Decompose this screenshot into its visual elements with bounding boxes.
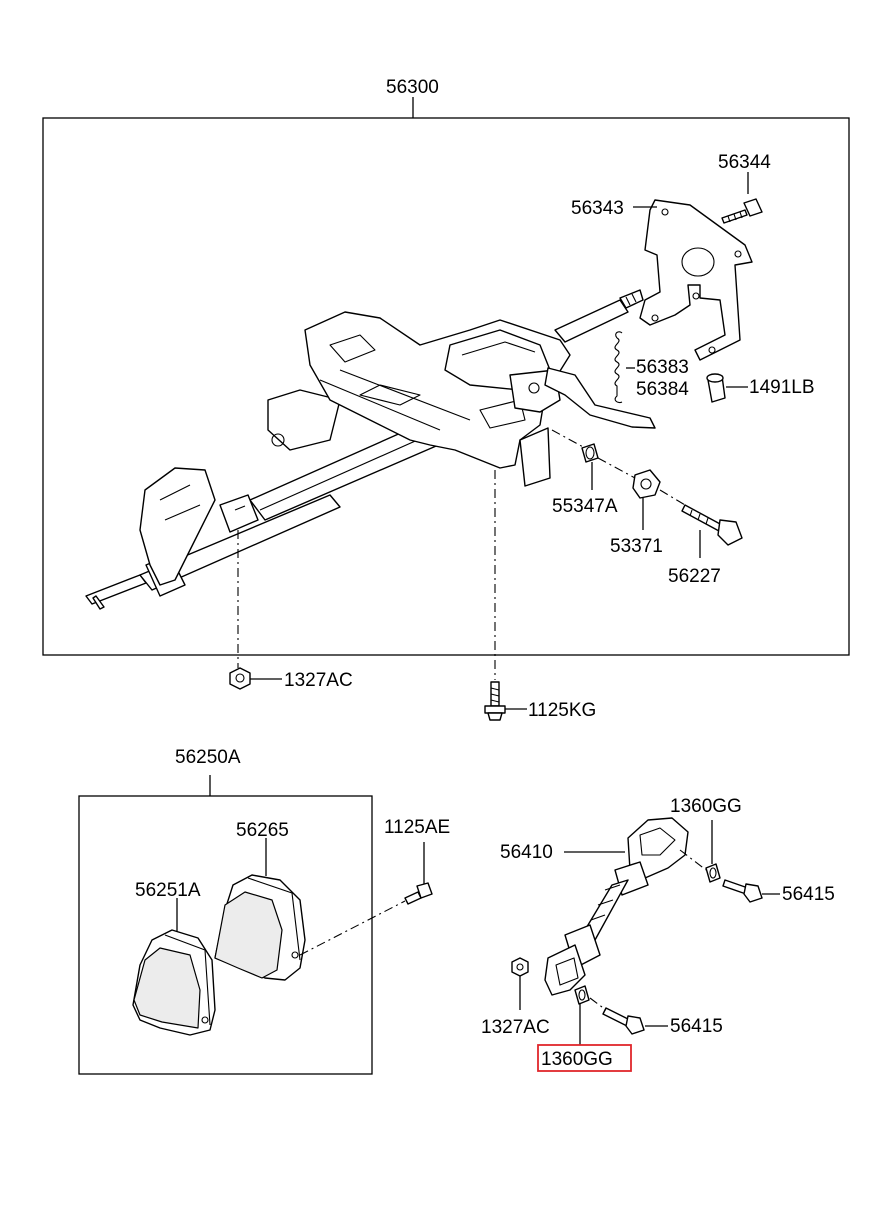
clip-1491LB (706, 373, 726, 403)
label-56250A[interactable]: 56250A (175, 747, 241, 768)
label-56383[interactable]: 56383 (636, 357, 689, 378)
label-56265[interactable]: 56265 (236, 820, 289, 841)
label-56415-top[interactable]: 56415 (782, 884, 835, 905)
label-56410[interactable]: 56410 (500, 842, 553, 863)
shroud-upper-56265 (214, 874, 306, 981)
bolt-56344 (721, 198, 763, 224)
shroud-lower-56251A (132, 929, 216, 1036)
springs-56383-56384 (614, 331, 623, 404)
shroud-frame (78, 795, 373, 1075)
bolt-56227 (681, 504, 743, 546)
assembly-frame (42, 117, 850, 656)
upper-shaft (554, 289, 644, 343)
label-1360GG-top[interactable]: 1360GG (670, 796, 742, 817)
label-56344[interactable]: 56344 (718, 152, 771, 173)
screw-1125AE (404, 882, 433, 905)
joint-56410 (544, 817, 689, 996)
washer-55347A (581, 443, 599, 463)
label-1491LB[interactable]: 1491LB (749, 377, 815, 398)
bolt-56415-top (722, 879, 763, 903)
tilt-lever (544, 367, 656, 429)
label-56343[interactable]: 56343 (571, 198, 624, 219)
highlight-box (537, 1044, 632, 1072)
label-1327AC-lower[interactable]: 1327AC (481, 1017, 550, 1038)
label-1327AC-upper[interactable]: 1327AC (284, 670, 353, 691)
label-1125KG[interactable]: 1125KG (528, 700, 596, 721)
nut-1327AC-upper (229, 667, 251, 690)
bolt-1125KG (484, 681, 506, 721)
washer-1360GG-top (705, 863, 721, 883)
bolt-56415-bottom (602, 1007, 645, 1035)
label-56227[interactable]: 56227 (668, 566, 721, 587)
label-56251A[interactable]: 56251A (135, 880, 201, 901)
label-56384[interactable]: 56384 (636, 379, 689, 400)
label-1360GG-bottom[interactable]: 1360GG (541, 1049, 613, 1070)
label-55347A[interactable]: 55347A (552, 496, 618, 517)
label-56415-bottom[interactable]: 56415 (670, 1016, 723, 1037)
nut-1327AC-lower (511, 957, 529, 977)
nut-53371 (632, 469, 661, 499)
column-bracket (304, 311, 571, 487)
label-1125AE[interactable]: 1125AE (384, 817, 450, 838)
mount-bracket-56343 (639, 199, 753, 361)
label-56300[interactable]: 56300 (386, 77, 439, 98)
steering-column (85, 389, 451, 610)
washer-1360GG-bottom (574, 985, 590, 1005)
label-53371[interactable]: 53371 (610, 536, 663, 557)
